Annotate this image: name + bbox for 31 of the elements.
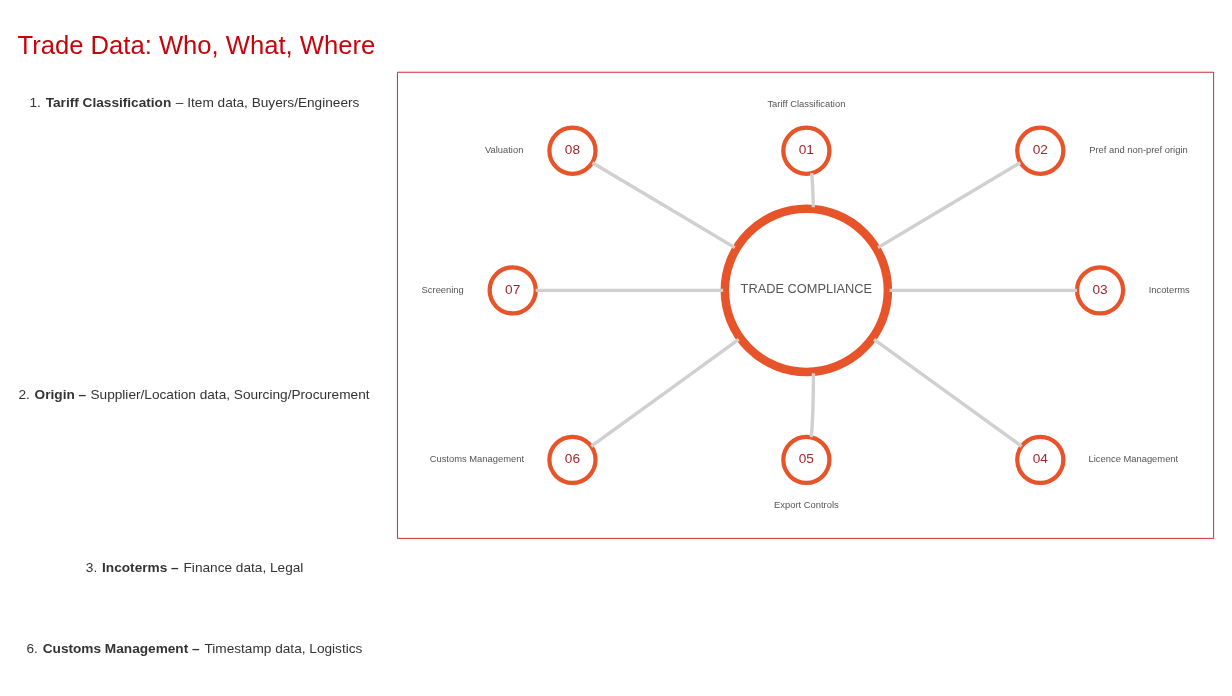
node-label: Incoterms [1148, 283, 1190, 295]
diagram-title: Trade Data: Who, What, Where [17, 31, 376, 60]
label: 3. Incoterms – Finance data, Legal [85, 559, 304, 575]
node-circle: 02 [1015, 125, 1066, 176]
connector [877, 161, 1022, 250]
label: 6. Customs Management – Timestamp data, Logistics [26, 640, 363, 656]
connector [535, 288, 724, 293]
node-circle: 01 [781, 125, 832, 176]
connector [591, 161, 736, 250]
label: 2. Origin – Supplier/Location data, Sourcing/Procurement [18, 387, 370, 403]
node-label: Tariff Classification [767, 98, 846, 110]
connector [873, 338, 1023, 448]
node-circle: 04 [1015, 434, 1066, 486]
node-label: Pref and non-pref origin [1089, 144, 1188, 156]
cluster [397, 71, 1215, 539]
node-circle: 07 [487, 265, 538, 316]
node-circle: 03 [1074, 265, 1126, 316]
label: 1. Tariff Classification – Item data, Buyers/Engineers [29, 95, 360, 111]
node-label: Valuation [484, 144, 524, 156]
node-label: Licence Management [1088, 453, 1179, 465]
connector [810, 173, 815, 208]
node-circle: 06 [547, 434, 598, 486]
node-circle: TRADE COMPLIANCE [720, 204, 893, 377]
node-circle: 05 [781, 434, 832, 486]
node-label: Customs Management [429, 453, 525, 465]
connector [889, 288, 1077, 293]
node-label: Export Controls [774, 499, 839, 511]
connector [590, 338, 740, 448]
node-label: Screening [421, 283, 464, 295]
connector [809, 373, 816, 438]
node-circle: 08 [547, 125, 598, 176]
